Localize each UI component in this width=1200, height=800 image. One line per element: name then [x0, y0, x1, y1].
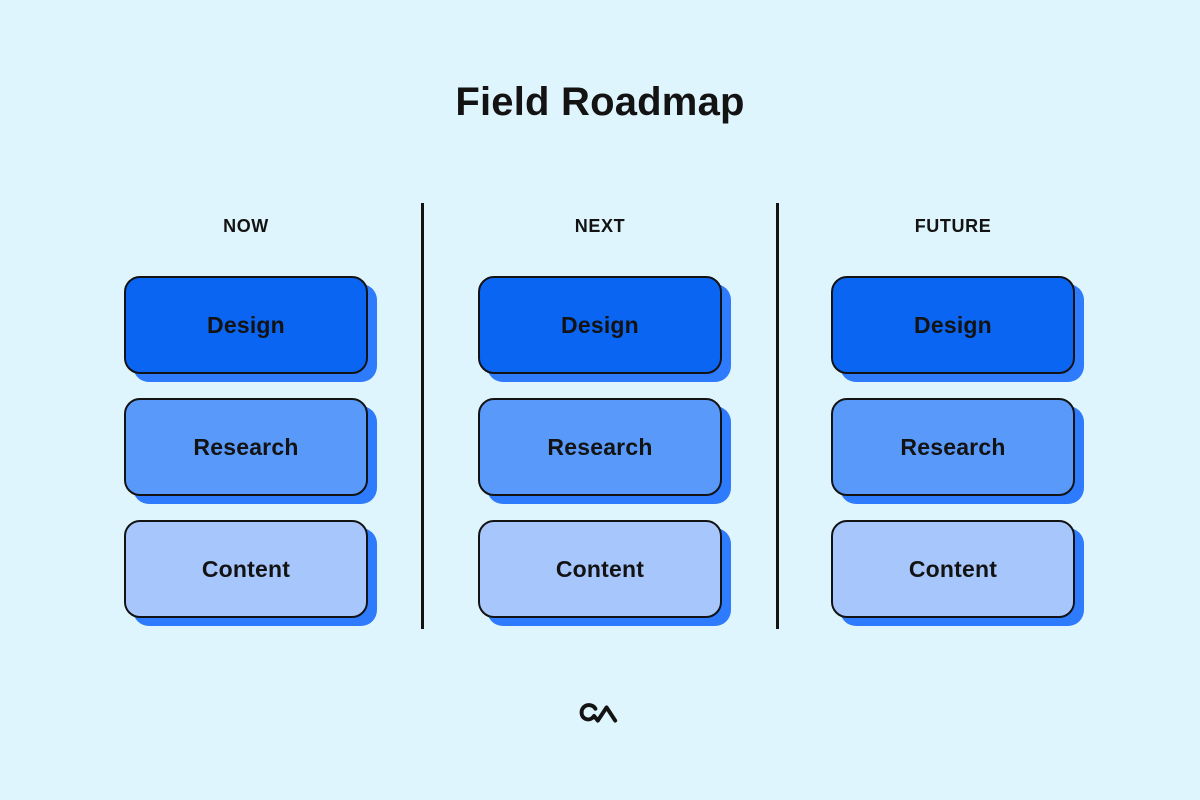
card-next-content[interactable]: Content — [478, 520, 722, 618]
column-divider-right — [776, 203, 779, 629]
card-label: Research — [547, 433, 653, 460]
card-now-content[interactable]: Content — [124, 520, 368, 618]
card-next-research[interactable]: Research — [478, 398, 722, 496]
mural-logo-icon — [579, 703, 618, 723]
column-divider-left — [421, 203, 424, 629]
card-label: Design — [561, 311, 639, 338]
card-label: Design — [914, 311, 992, 338]
card-now-research[interactable]: Research — [124, 398, 368, 496]
card-label: Research — [900, 433, 1006, 460]
card-now-design[interactable]: Design — [124, 276, 368, 374]
card-future-research[interactable]: Research — [831, 398, 1075, 496]
card-label: Content — [555, 555, 645, 582]
card-next-design[interactable]: Design — [478, 276, 722, 374]
column-header-now: NOW — [223, 216, 269, 236]
column-header-next: NEXT — [574, 216, 626, 236]
card-future-design[interactable]: Design — [831, 276, 1075, 374]
card-label: Content — [201, 555, 291, 582]
page-title: Field Roadmap — [455, 80, 745, 124]
card-future-content[interactable]: Content — [831, 520, 1075, 618]
card-label: Research — [193, 433, 299, 460]
column-header-future: FUTURE — [914, 216, 992, 236]
card-label: Design — [207, 311, 285, 338]
card-label: Content — [908, 555, 998, 582]
